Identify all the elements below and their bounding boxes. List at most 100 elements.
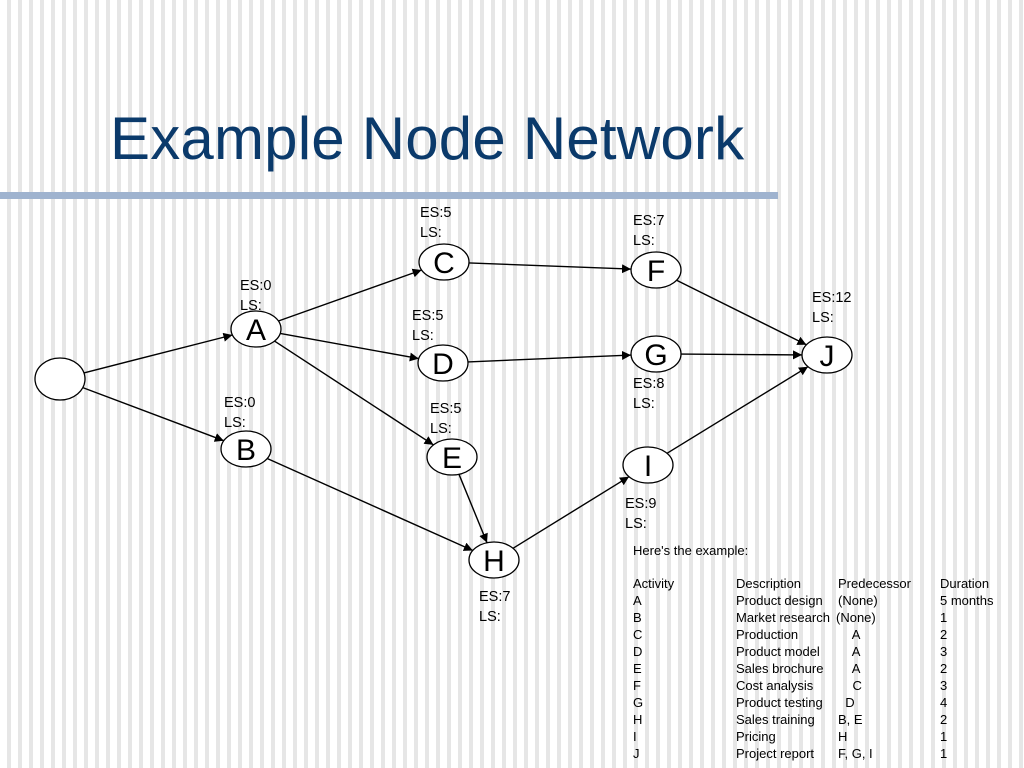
example-caption: Here's the example:	[633, 543, 749, 558]
node-letter: B	[236, 434, 256, 467]
node-circle	[801, 336, 853, 374]
node-circle	[418, 243, 470, 281]
ls-label-j: LS:	[812, 310, 834, 326]
node-a: A	[230, 310, 282, 348]
cell-duration: 5 months	[940, 593, 994, 608]
cell-description: Project report	[736, 746, 815, 761]
title-underline-bar	[0, 192, 778, 199]
cell-description: Cost analysis	[736, 678, 814, 693]
cell-predecessor: C	[838, 678, 862, 693]
ls-label-d: LS:	[412, 328, 434, 344]
cell-activity: C	[633, 627, 643, 642]
cell-duration: 4	[940, 695, 948, 710]
cell-predecessor: H	[838, 729, 848, 744]
cell-duration: 3	[940, 644, 948, 659]
cell-activity: H	[633, 712, 643, 727]
ls-label-i: LS:	[625, 516, 647, 532]
cell-duration: 3	[940, 678, 948, 693]
edge-f-to-j	[676, 279, 807, 346]
header-activity: Activity	[633, 576, 675, 591]
cell-activity: B	[633, 610, 642, 625]
edge-a-to-e	[274, 340, 434, 446]
edge-a-to-c	[278, 268, 422, 322]
node-letter: F	[647, 255, 665, 288]
ls-label-c: LS:	[420, 225, 442, 241]
cell-duration: 2	[940, 661, 948, 676]
cell-description: Product design	[736, 593, 823, 608]
cell-duration: 1	[940, 746, 948, 761]
es-label-e: ES:5	[430, 401, 461, 417]
cell-duration: 1	[940, 610, 948, 625]
node-circle	[630, 335, 682, 373]
node-circle	[417, 344, 469, 382]
edge-start-to-b	[82, 386, 225, 442]
es-label-b: ES:0	[224, 395, 255, 411]
cell-activity: F	[633, 678, 641, 693]
node-j: J	[801, 336, 853, 374]
cell-activity: J	[633, 746, 640, 761]
es-label-i: ES:9	[625, 496, 656, 512]
header-duration: Duration	[940, 576, 990, 591]
edge-a-to-d	[280, 332, 419, 362]
es-label-g: ES:8	[633, 376, 664, 392]
node-letter: D	[432, 348, 454, 381]
edges-layer	[82, 262, 809, 552]
edge-h-to-i	[512, 476, 630, 549]
edge-c-to-f	[468, 262, 632, 274]
cell-description: Pricing	[736, 729, 776, 744]
node-circle	[230, 310, 282, 348]
es-label-h: ES:7	[479, 589, 510, 605]
cell-duration: 1	[940, 729, 948, 744]
cell-predecessor: A	[838, 627, 861, 642]
node-b: B	[220, 430, 272, 468]
cell-activity: E	[633, 661, 642, 676]
node-c: C	[418, 243, 470, 281]
node-e: E	[426, 438, 478, 476]
edge-d-to-g	[467, 350, 632, 363]
node-letter: C	[433, 247, 455, 280]
cell-description: Sales brochure	[736, 661, 824, 676]
node-letter: E	[442, 442, 462, 475]
ls-label-g: LS:	[633, 396, 655, 412]
es-label-d: ES:5	[412, 308, 443, 324]
header-description: Description	[736, 576, 802, 591]
cell-description: Product testing	[736, 695, 823, 710]
node-letter: A	[246, 314, 266, 347]
edge-i-to-j	[666, 366, 809, 454]
node-letter: J	[820, 340, 835, 373]
cell-predecessor: D	[838, 695, 855, 710]
node-letter: I	[644, 450, 652, 483]
cell-activity: D	[633, 644, 643, 659]
cell-description: Production	[736, 627, 799, 642]
es-label-j: ES:12	[812, 290, 852, 306]
cell-predecessor: A	[838, 661, 861, 676]
node-circle	[34, 357, 86, 401]
cell-description: Sales training	[736, 712, 815, 727]
cell-activity: G	[633, 695, 644, 710]
cell-predecessor: (None)	[836, 610, 876, 625]
ls-label-e: LS:	[430, 421, 452, 437]
cell-activity: I	[633, 729, 637, 744]
ls-label-f: LS:	[633, 233, 655, 249]
edge-b-to-h	[266, 457, 474, 552]
cell-description: Product model	[736, 644, 820, 659]
node-letter: G	[644, 339, 667, 372]
es-label-f: ES:7	[633, 213, 664, 229]
node-h: H	[468, 541, 520, 579]
node-g: G	[630, 335, 682, 373]
node-circle	[630, 251, 682, 289]
nodes-layer: A B C D E F G H I J	[34, 243, 853, 579]
header-predecessor: Predecessor	[838, 576, 911, 591]
es-label-a: ES:0	[240, 278, 271, 294]
node-circle	[468, 541, 520, 579]
ls-label-a: LS:	[240, 298, 262, 314]
node-f: F	[630, 251, 682, 289]
node-letter: H	[483, 545, 505, 578]
ls-label-b: LS:	[224, 415, 246, 431]
node-d: D	[417, 344, 469, 382]
cell-predecessor: (None)	[838, 593, 878, 608]
cell-predecessor: A	[838, 644, 861, 659]
es-label-c: ES:5	[420, 205, 451, 221]
cell-duration: 2	[940, 627, 948, 642]
